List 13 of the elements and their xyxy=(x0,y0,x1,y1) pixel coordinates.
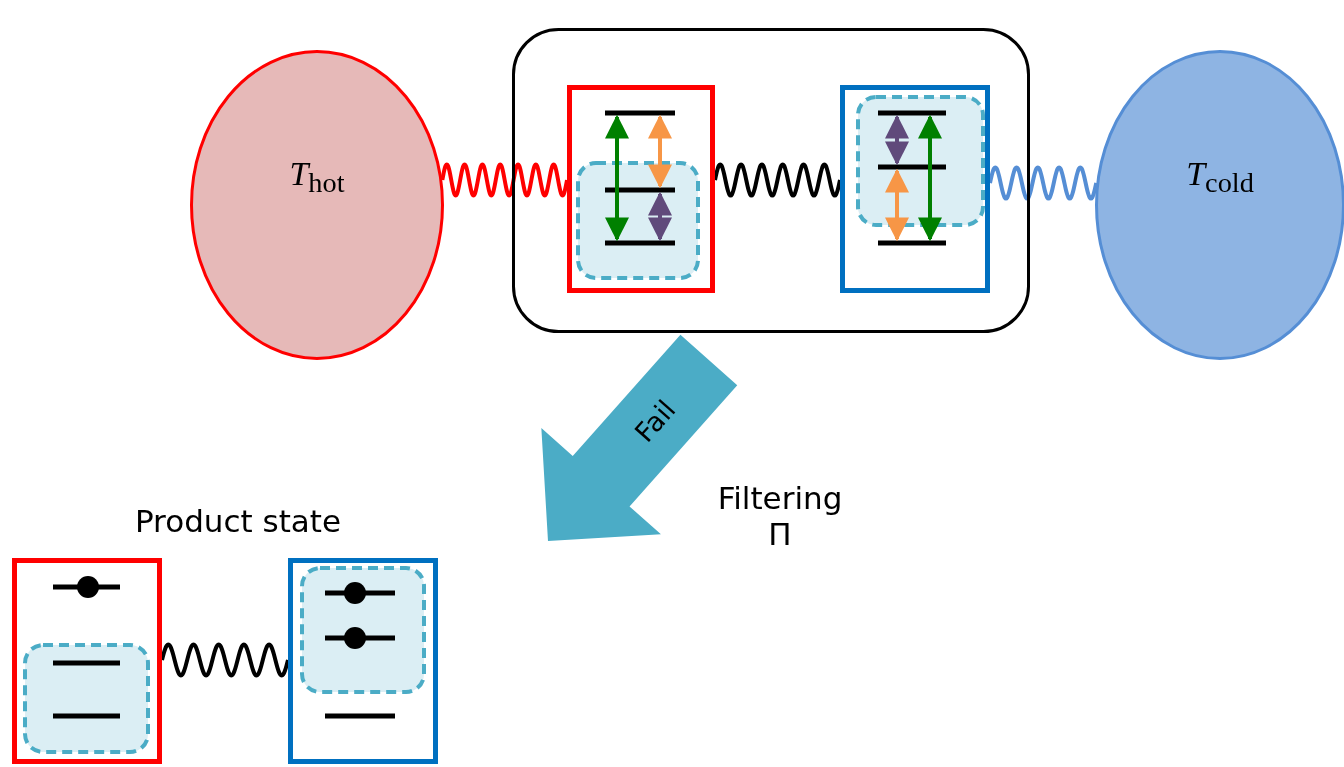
hot-qutrit-box xyxy=(567,85,715,293)
block-arrow xyxy=(541,334,738,541)
temperature-label: T$_{cold}$ xyxy=(1186,154,1254,200)
heading-label: Product state xyxy=(133,503,343,539)
filtering-label: Filtering Π xyxy=(716,480,844,552)
cold-qutrit-box xyxy=(840,85,990,293)
product-state-cold-box xyxy=(288,558,438,764)
temperature-label: T$_{hot}$ xyxy=(289,154,345,200)
system-rounded-box xyxy=(512,28,1030,333)
edge-label: Fail xyxy=(628,393,682,448)
spring-coupling xyxy=(988,165,1099,201)
hot-reservoir-ellipse xyxy=(190,50,444,360)
product-state-hot-box xyxy=(12,558,162,764)
